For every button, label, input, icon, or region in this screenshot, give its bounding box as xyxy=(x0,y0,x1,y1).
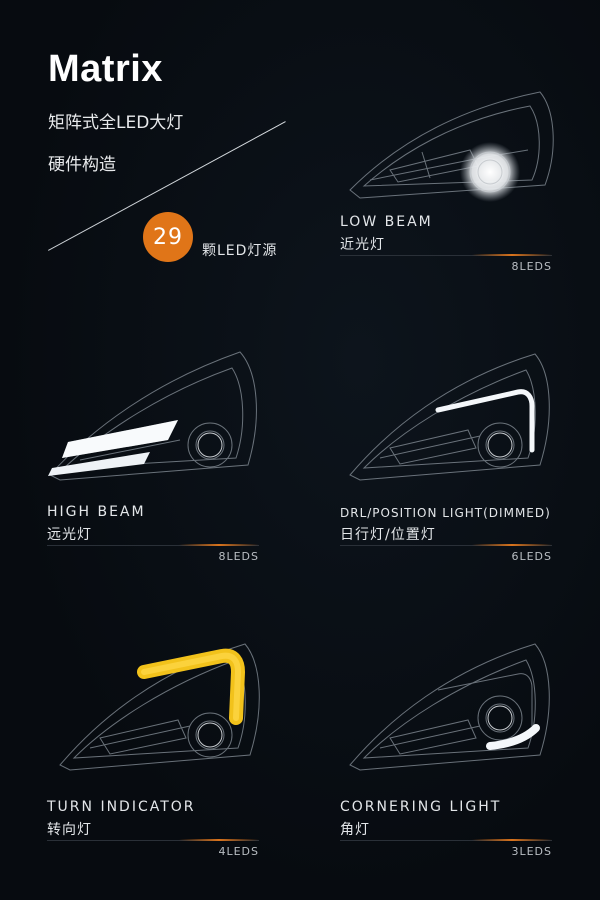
high-beam-label-en: HIGH BEAM xyxy=(47,504,146,520)
cornering-label-cn: 角灯 xyxy=(340,822,370,838)
led-count-label: 颗LED灯源 xyxy=(202,243,278,259)
cornering-rule-accent xyxy=(472,839,552,841)
cornering-led-count: 3LEDS xyxy=(511,845,552,858)
turn-indicator-label-cn: 转向灯 xyxy=(47,822,92,838)
low-beam-label-cn: 近光灯 xyxy=(340,237,385,253)
drl-led-count: 6LEDS xyxy=(511,550,552,563)
low-beam-led-count: 8LEDS xyxy=(511,260,552,273)
led-count-badge: 29 xyxy=(143,212,193,262)
cornering-label-en: CORNERING LIGHT xyxy=(340,799,502,815)
cornering-rule xyxy=(340,840,552,841)
high-beam-label-cn: 远光灯 xyxy=(47,527,92,543)
high-beam-led-count: 8LEDS xyxy=(218,550,259,563)
turn-indicator-led-count: 4LEDS xyxy=(218,845,259,858)
subtitle-line-1: 矩阵式全LED大灯 xyxy=(48,113,184,133)
drl-label-cn: 日行灯/位置灯 xyxy=(340,527,436,543)
turn-indicator-rule-accent xyxy=(179,839,259,841)
headlamp-cornering-icon xyxy=(330,630,570,780)
high-beam-rule xyxy=(47,545,259,546)
headlamp-turn-indicator-icon xyxy=(40,630,280,780)
low-beam-rule xyxy=(340,255,552,256)
high-beam-rule-accent xyxy=(179,544,259,546)
drl-rule-accent xyxy=(472,544,552,546)
subtitle-line-2: 硬件构造 xyxy=(48,155,116,175)
low-beam-label-en: LOW BEAM xyxy=(340,214,433,230)
headlamp-low-beam-icon xyxy=(330,80,570,220)
headlamp-high-beam-icon xyxy=(40,340,280,490)
low-beam-rule-accent xyxy=(472,254,552,256)
turn-indicator-rule xyxy=(47,840,259,841)
drl-label-en: DRL/POSITION LIGHT(DIMMED) xyxy=(340,506,551,520)
turn-indicator-label-en: TURN INDICATOR xyxy=(47,799,196,815)
page-title: Matrix xyxy=(48,48,163,90)
headlamp-drl-icon xyxy=(330,340,570,490)
drl-rule xyxy=(340,545,552,546)
